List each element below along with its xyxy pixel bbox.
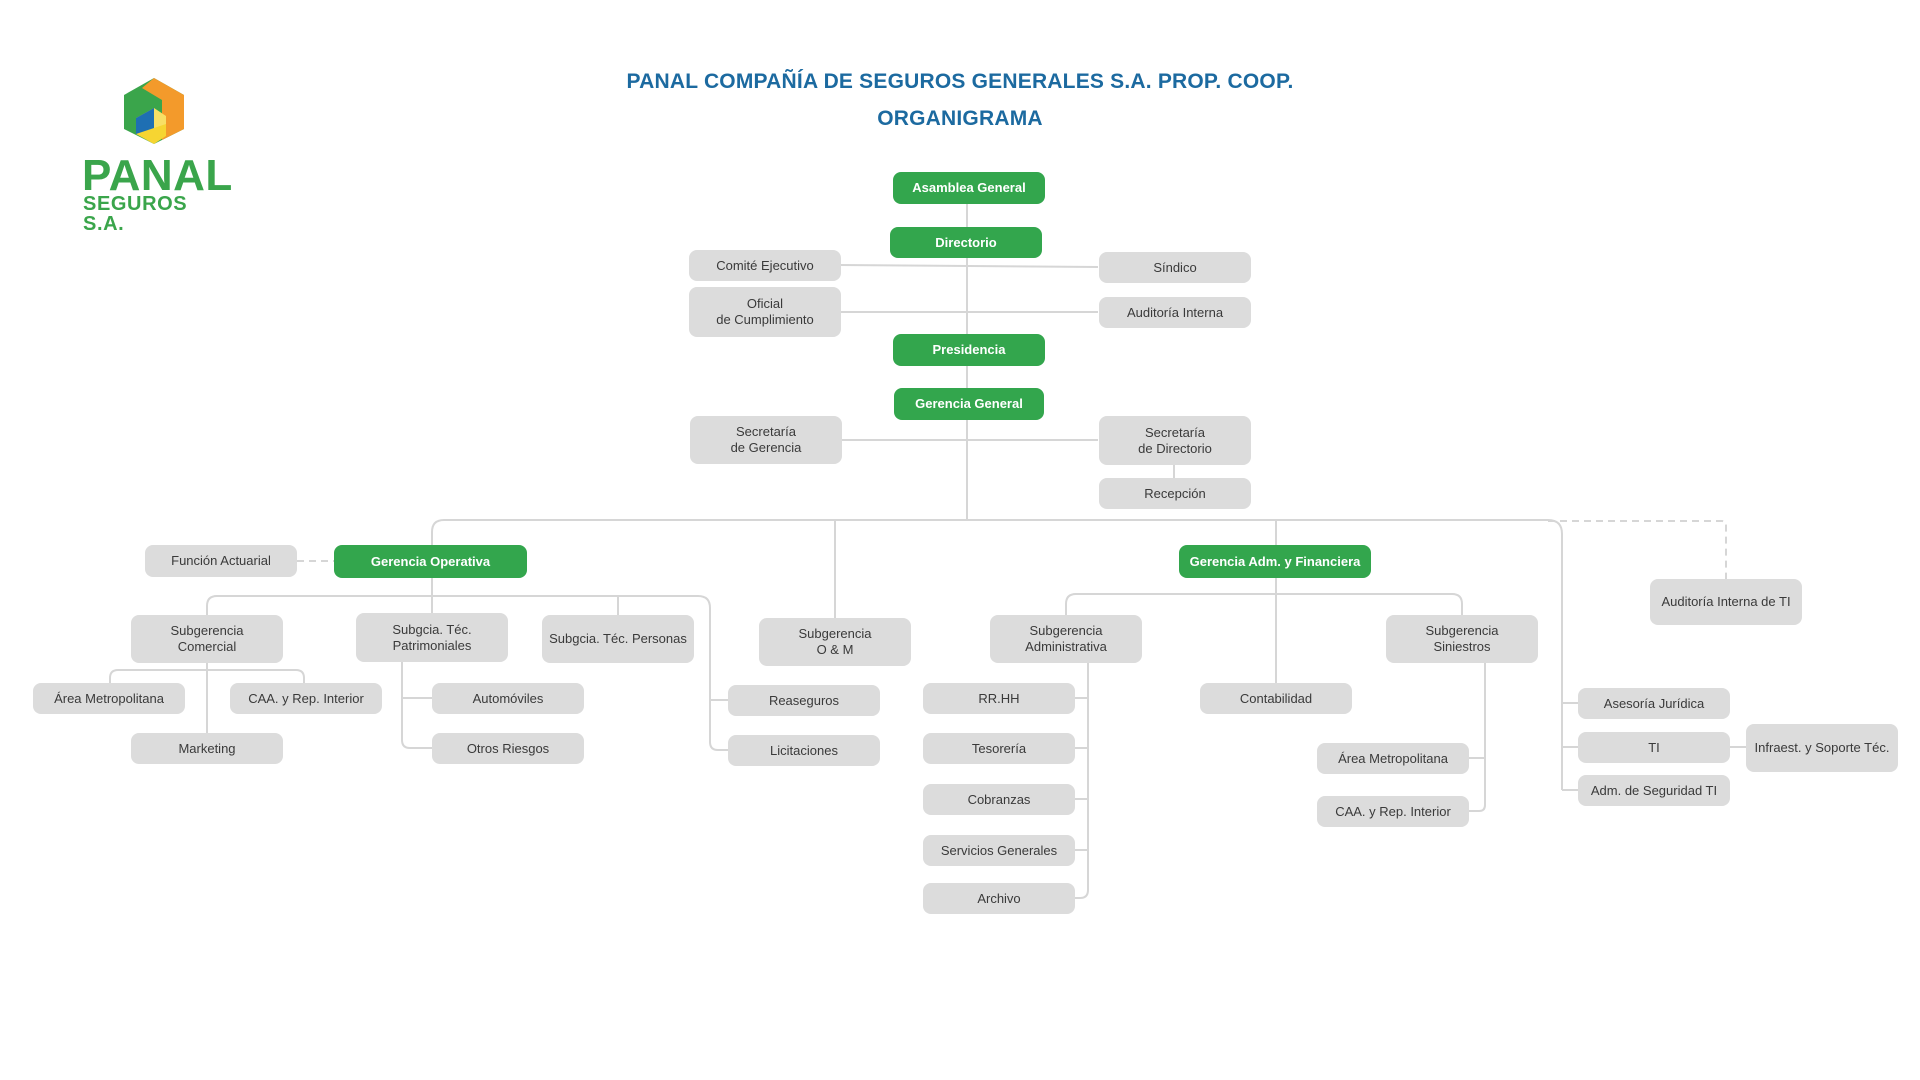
connector-comercial-areas [109,669,305,683]
hexagon-logo-icon [124,78,184,144]
node-asesoria-juridica: Asesoría Jurídica [1578,688,1730,719]
node-adm-seguridad-ti: Adm. de Seguridad TI [1578,775,1730,806]
node-subgcia-personas: Subgcia. Téc. Personas [542,615,694,663]
connector-auditoria-ti-dashed [1548,520,1727,579]
node-auditoria-interna-ti: Auditoría Interna de TI [1650,579,1802,625]
node-gerencia-adm-financiera: Gerencia Adm. y Financiera [1179,545,1371,578]
node-ti: TI [1578,732,1730,763]
connector-siniestros-children [1469,663,1486,812]
connector-branch-line [431,519,1563,790]
connector-administrativa-children [1075,663,1089,899]
node-cobranzas: Cobranzas [923,784,1075,815]
node-comite-ejecutivo: Comité Ejecutivo [689,250,841,281]
node-area-metropolitana-comercial: Área Metropolitana [33,683,185,714]
node-caa-rep-interior-comercial: CAA. y Rep. Interior [230,683,382,714]
logo-wordmark: PANAL [82,151,233,200]
node-marketing: Marketing [131,733,283,764]
node-secretaria-gerencia: Secretaría de Gerencia [690,416,842,464]
node-asamblea-general: Asamblea General [893,172,1045,204]
connector-comite-sindico [838,264,1099,268]
node-secretaria-directorio: Secretaría de Directorio [1099,416,1251,465]
connector-patrimoniales-children [401,662,432,749]
chart-subtitle: ORGANIGRAMA [877,107,1043,130]
node-recepcion: Recepción [1099,478,1251,509]
node-subgerencia-administrativa: Subgerencia Administrativa [990,615,1142,663]
node-sindico: Síndico [1099,252,1251,283]
node-subgerencia-siniestros: Subgerencia Siniestros [1386,615,1538,663]
connector-operativa-children [206,595,728,751]
node-reaseguros: Reaseguros [728,685,880,716]
node-archivo: Archivo [923,883,1075,914]
node-gerencia-general: Gerencia General [894,388,1044,420]
connector-adm-children [1065,593,1463,615]
node-rrhh: RR.HH [923,683,1075,714]
node-auditoria-interna: Auditoría Interna [1099,297,1251,328]
node-subgcia-patrimoniales: Subgcia. Téc. Patrimoniales [356,613,508,662]
node-subgerencia-comercial: Subgerencia Comercial [131,615,283,663]
node-directorio: Directorio [890,227,1042,258]
node-presidencia: Presidencia [893,334,1045,366]
node-otros-riesgos: Otros Riesgos [432,733,584,764]
node-tesoreria: Tesorería [923,733,1075,764]
node-servicios-generales: Servicios Generales [923,835,1075,866]
node-contabilidad: Contabilidad [1200,683,1352,714]
chart-title: PANAL COMPAÑÍA DE SEGUROS GENERALES S.A.… [626,70,1294,93]
node-gerencia-operativa: Gerencia Operativa [334,545,527,578]
logo-subtext: SEGUROS S.A. [83,193,188,235]
node-licitaciones: Licitaciones [728,735,880,766]
node-oficial-cumplimiento: Oficial de Cumplimiento [689,287,841,337]
node-automoviles: Automóviles [432,683,584,714]
node-caa-rep-interior-siniestros: CAA. y Rep. Interior [1317,796,1469,827]
node-funcion-actuarial: Función Actuarial [145,545,297,577]
panal-logo: PANAL SEGUROS S.A. [82,76,233,234]
node-area-metropolitana-siniestros: Área Metropolitana [1317,743,1469,774]
node-subgerencia-om: Subgerencia O & M [759,618,911,666]
node-infraestructura-soporte: Infraest. y Soporte Téc. [1746,724,1898,772]
